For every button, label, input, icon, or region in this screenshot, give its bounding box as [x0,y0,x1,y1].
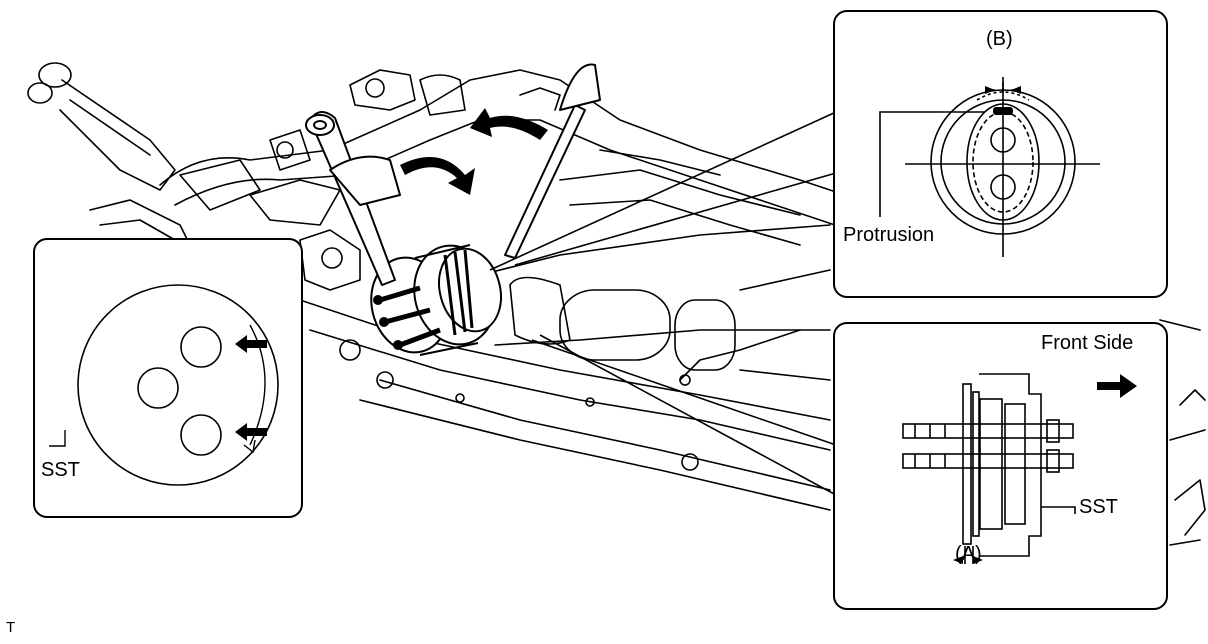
front-direction-arrow [1097,374,1137,398]
push-arrows [235,335,267,441]
sst-face-diagram [49,284,279,486]
sst-installation-section [902,373,1137,564]
protrusion-label: Protrusion [843,224,935,246]
sst-tool-assembly [305,63,601,356]
detail-b-panel: (B) Protrusion [833,10,1168,298]
detail-a-panel: Front Side SST (A) [833,322,1168,610]
corner-mark: T [6,619,16,636]
sst-label-right: SST [1079,496,1118,518]
detail-a-label: (A) [955,543,982,565]
front-side-label: Front Side [1041,332,1134,354]
rotation-arrows [400,108,548,195]
detail-b-label: (B) [986,28,1013,50]
protrusion-alignment-diagram [879,77,1100,257]
sst-label-left: SST [41,459,80,481]
sst-detail-panel: SST [33,238,303,518]
